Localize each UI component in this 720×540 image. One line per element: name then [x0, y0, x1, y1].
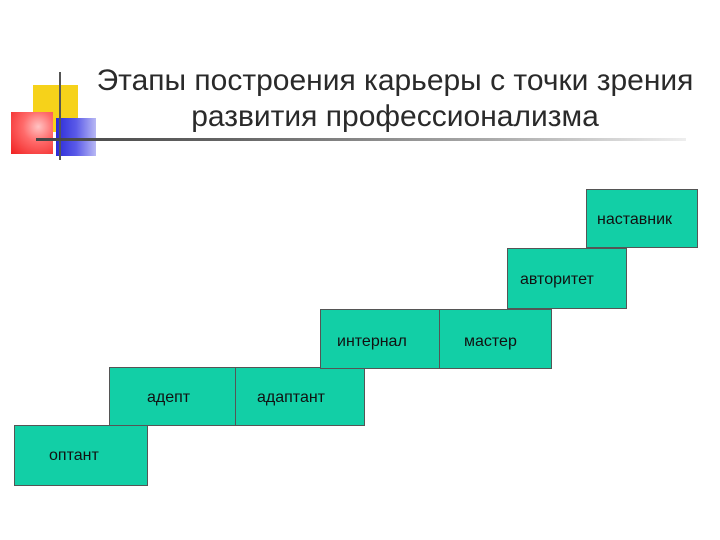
logo-blue-square: [56, 118, 96, 156]
stage-master: мастер: [439, 309, 552, 369]
stage-master-label: мастер: [464, 333, 517, 350]
stage-internal: интернал: [320, 309, 440, 369]
stage-optant: оптант: [14, 425, 148, 486]
logo-vertical-line: [59, 72, 61, 160]
stage-internal-label: интернал: [337, 333, 407, 350]
stage-adept-label: адепт: [147, 389, 191, 406]
stage-mentor: наставник: [586, 189, 698, 248]
title-line-2: развития профессионализма: [191, 100, 599, 133]
title-underline: [36, 138, 686, 141]
logo-red-square: [11, 112, 53, 154]
title-line-1: Этапы построения карьеры с точки зрения: [96, 64, 694, 97]
stage-adept: адепт: [109, 367, 236, 426]
stage-authority-label: авторитет: [520, 271, 594, 288]
slide-title: Этапы построения карьеры с точки зрения …: [70, 63, 720, 135]
stage-adaptant: адаптант: [235, 367, 365, 426]
stage-adaptant-label: адаптант: [257, 389, 326, 406]
stage-mentor-label: наставник: [597, 211, 673, 228]
stage-authority: авторитет: [507, 248, 627, 309]
stage-optant-label: оптант: [49, 447, 99, 464]
